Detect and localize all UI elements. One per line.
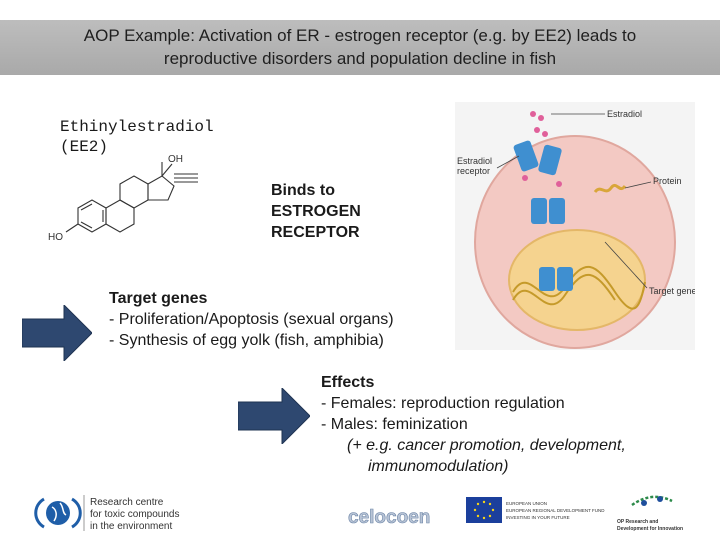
recetox-line-1: Research centre	[90, 497, 164, 508]
eu-flag-icon	[466, 497, 502, 523]
footer-logos: Research centre for toxic compounds in t…	[34, 495, 683, 532]
receptor-icon-5	[539, 267, 555, 291]
title-bar: AOP Example: Activation of ER - estrogen…	[0, 20, 720, 75]
effects-item: - Females: reproduction regulation	[321, 395, 565, 412]
op-line-2: Development for Innovation	[617, 526, 683, 532]
effects-note-line-2: immunomodulation)	[368, 458, 509, 475]
receptor-icon-6	[557, 267, 573, 291]
binds-label: Binds to ESTROGEN RECEPTOR	[271, 182, 361, 241]
effects-item: - Males: feminization	[321, 416, 468, 433]
effects-note-line-1: (+ e.g. cancer promotion, development,	[347, 437, 626, 454]
effects-heading: Effects	[321, 374, 375, 391]
receptor-label-1: Estradiol	[457, 156, 492, 166]
effects-block: Effects - Females: reproduction regulati…	[321, 372, 626, 477]
dna-strand	[512, 266, 646, 310]
target-gene-label: Target gene	[649, 286, 695, 296]
oh-label: OH	[168, 154, 183, 165]
target-genes-heading: Target genes	[109, 290, 208, 307]
ring-c	[119, 175, 149, 209]
receptor-icon-2	[538, 144, 562, 176]
op-rdi-logo	[631, 495, 673, 507]
cell-diagram: Estradiol Estradiol receptor Protein Tar…	[455, 102, 695, 350]
ring-d	[147, 175, 175, 201]
target-genes-block: Target genes - Proliferation/Apoptosis (…	[109, 288, 394, 351]
ee2-structure: OH HO	[48, 154, 198, 243]
protein-label: Protein	[653, 176, 682, 186]
chemical-name: Ethinylestradiol (EE2)	[60, 118, 214, 156]
estradiol-label: Estradiol	[607, 109, 642, 119]
receptor-icon-4	[549, 198, 565, 224]
target-gene-item: - Synthesis of egg yolk (fish, amphibia)	[109, 332, 384, 349]
estradiol-molecules	[522, 111, 562, 187]
eu-line-2: EUROPEAN REGIONAL DEVELOPMENT FUND	[506, 508, 605, 513]
target-gene-item: - Proliferation/Apoptosis (sexual organs…	[109, 311, 394, 328]
receptor-label-2: receptor	[457, 166, 490, 176]
receptor-icon-3	[531, 198, 547, 224]
eu-line-1: EUROPEAN UNION	[506, 501, 547, 506]
recetox-line-2: for toxic compounds	[90, 509, 180, 520]
arrow-right-icon	[22, 305, 92, 361]
eu-line-3: INVESTING IN YOUR FUTURE	[506, 515, 570, 520]
ring-b	[105, 199, 135, 233]
receptor-icon-1	[513, 140, 539, 172]
recetox-logo: Research centre for toxic compounds in t…	[34, 495, 180, 532]
arrow-right-icon	[238, 388, 310, 444]
protein-icon	[593, 183, 627, 194]
op-line-1: OP Research and	[617, 519, 658, 525]
recetox-line-3: in the environment	[90, 521, 172, 532]
title-line-1: AOP Example: Activation of ER - estrogen…	[83, 26, 637, 45]
ho-label: HO	[48, 232, 63, 243]
title-line-2: reproductive disorders and population de…	[163, 49, 557, 68]
slide-title: AOP Example: Activation of ER - estrogen…	[0, 24, 720, 70]
ring-a	[77, 199, 107, 233]
celocoen-logo: celocoen	[348, 507, 430, 528]
